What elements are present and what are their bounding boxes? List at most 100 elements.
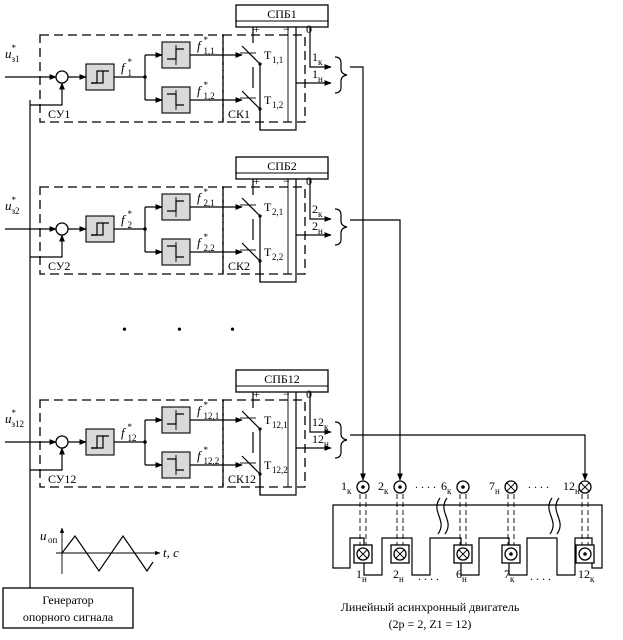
transistor-switch-1 [240,45,262,66]
driver-block-1 [161,41,191,69]
svg-text:2: 2 [312,202,318,216]
svg-text:з2: з2 [12,206,20,216]
channel-ellipsis: • • • [122,323,235,338]
svg-text:6: 6 [456,567,462,581]
switch-unit-label: СК1 [228,107,250,121]
driver-block-2 [161,451,191,479]
svg-text:1,1: 1,1 [272,55,283,65]
svg-text:12: 12 [563,479,575,493]
supply-plus: + [253,174,260,188]
svg-text:*: * [204,400,209,410]
reference-tap [30,82,65,106]
svg-text:T: T [264,93,272,107]
svg-text:к: к [384,486,389,496]
svg-text:f: f [121,425,127,440]
driver-block-2 [161,238,191,266]
svg-text:з12: з12 [12,419,25,429]
svg-text:12: 12 [578,567,590,581]
svg-text:12: 12 [128,433,137,443]
control-unit-label: СУ2 [48,259,70,273]
svg-text:н: н [318,74,323,84]
generator-line1: Генератор [42,593,93,607]
svg-text:12: 12 [312,415,324,429]
svg-text:2: 2 [128,220,133,230]
svg-text:2,1: 2,1 [272,207,283,217]
svg-text:6: 6 [441,479,447,493]
svg-text:T: T [264,458,272,472]
svg-text:к: к [318,209,323,219]
switch-unit [222,34,306,123]
supply-plus: + [253,387,260,401]
svg-text:u: u [5,411,12,426]
svg-text:н: н [495,486,500,496]
svg-text:*: * [204,445,209,455]
driver-block-1 [161,406,191,434]
comparator-block [85,63,115,91]
svg-text:*: * [12,43,17,53]
supply-box-label: СПБ2 [267,159,297,173]
svg-text:н: н [575,486,580,496]
svg-text:н: н [462,574,467,584]
svg-text:12,2: 12,2 [272,465,288,475]
svg-text:1: 1 [356,567,362,581]
supply-box: СПБ12+−0 [235,369,329,401]
svg-text:1,2: 1,2 [272,100,283,110]
generator-line2: опорного сигнала [23,610,114,624]
svg-text:2: 2 [378,479,384,493]
svg-text:. . . .: . . . . [528,477,549,491]
svg-text:з1: з1 [12,54,20,64]
svg-text:12,2: 12,2 [204,456,220,466]
driver-block-2 [161,86,191,114]
svg-text:2,1: 2,1 [204,198,215,208]
output-k-wire [309,27,332,70]
motor-feed-wires [350,66,588,481]
driver-block-1 [161,193,191,221]
reference-tap [30,234,65,258]
rail-minus [259,27,297,131]
svg-text:к: к [447,486,452,496]
control-unit-label: СУ12 [48,472,76,486]
svg-text:н: н [399,574,404,584]
svg-text:н: н [318,226,323,236]
summing-junction [55,435,69,449]
svg-text:к: к [347,486,352,496]
reference-waveform: u оп t, c [40,527,179,574]
switch-unit-label: СК2 [228,259,250,273]
supply-zero: 0 [306,387,312,401]
comparator-block [85,428,115,456]
svg-text:1,2: 1,2 [204,91,215,101]
supply-minus: − [283,174,290,188]
waveform-y-label: u [40,528,47,543]
svg-text:u: u [5,46,12,61]
svg-text:f: f [197,448,203,463]
summing-junction [55,222,69,236]
svg-text:2: 2 [312,219,318,233]
svg-text:1: 1 [128,68,133,78]
svg-text:*: * [204,35,209,45]
svg-text:1: 1 [312,67,318,81]
rail-minus [259,179,297,283]
output-brace [334,421,348,459]
supply-minus: − [283,387,290,401]
